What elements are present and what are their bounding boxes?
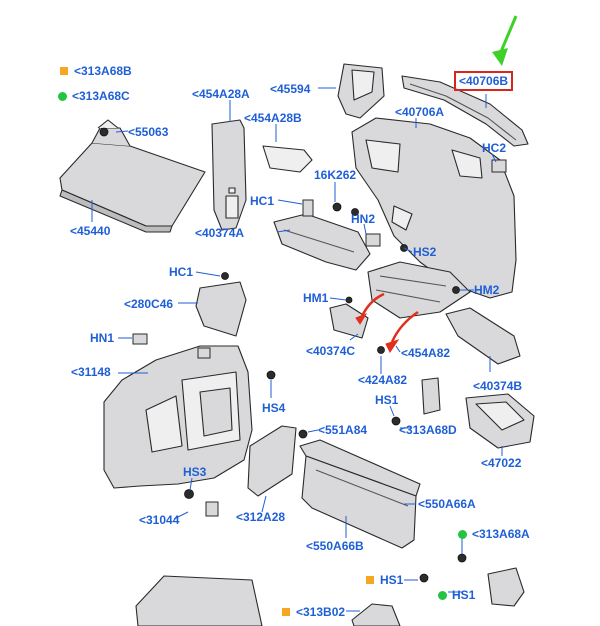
label-313B02-text: <313B02 xyxy=(296,605,346,619)
fastener-group xyxy=(99,127,467,583)
orange-square-marker xyxy=(366,576,374,584)
label-HS1-green: HS1 xyxy=(438,588,475,602)
bulkhead-panel-part xyxy=(299,439,421,549)
quarter-trim-part xyxy=(103,345,253,489)
label-312A28: <312A28 xyxy=(236,510,286,524)
legend-square-code: <313A68B xyxy=(74,64,132,78)
label-HN2: HN2 xyxy=(351,212,376,226)
label-HS3: HS3 xyxy=(183,465,207,479)
label-31044: <31044 xyxy=(139,513,180,527)
scuff-plate-rib xyxy=(283,229,355,253)
label-47022: <47022 xyxy=(481,456,522,470)
label-HC1-lower: HC1 xyxy=(169,265,194,279)
pillar-trim-part xyxy=(211,119,247,231)
label-HM1: HM1 xyxy=(303,291,329,305)
label-HS1-orange-text: HS1 xyxy=(380,573,404,587)
label-HC1-upper: HC1 xyxy=(250,194,275,208)
legend-dot-code: <313A68C xyxy=(72,89,130,103)
label-HS4: HS4 xyxy=(262,401,286,415)
label-HS2: HS2 xyxy=(413,245,437,259)
label-40374B: <40374B xyxy=(473,379,523,393)
label-313A68A: <313A68A xyxy=(458,527,530,541)
green-dot-marker xyxy=(58,92,67,101)
lower-bracket-part xyxy=(487,567,525,607)
label-280C46: <280C46 xyxy=(124,297,174,311)
label-HN1: HN1 xyxy=(90,331,115,345)
label-454A28B: <454A28B xyxy=(244,111,302,125)
legend-item-dot: <313A68C xyxy=(58,89,130,103)
label-40706A: <40706A xyxy=(395,105,445,119)
storage-tray-well xyxy=(475,401,525,431)
label-HS1-green-text: HS1 xyxy=(452,588,476,602)
label-HS1-orange: HS1 xyxy=(366,573,403,587)
label-550A66B: <550A66B xyxy=(306,539,364,553)
label-313A68D: <313A68D xyxy=(399,423,457,437)
green-dot-marker xyxy=(438,591,447,600)
load-floor-part xyxy=(367,261,471,319)
spoiler-face xyxy=(351,69,375,101)
label-HM2: HM2 xyxy=(474,283,500,297)
orange-square-marker xyxy=(282,608,290,616)
access-cover-part xyxy=(247,425,297,497)
label-40706B-highlighted: <40706B xyxy=(454,71,514,91)
side-scuff-right-part xyxy=(445,307,521,365)
label-31148: <31148 xyxy=(71,365,111,379)
mount-bracket-part xyxy=(421,377,441,415)
label-424A82: <424A82 xyxy=(358,373,408,387)
green-dot-marker xyxy=(458,530,467,539)
label-HS1-mid: HS1 xyxy=(375,393,399,407)
leader-lines xyxy=(91,87,503,612)
side-scuff-left-part xyxy=(329,303,369,339)
label-454A28A: <454A28A xyxy=(192,87,250,101)
floor-board-part xyxy=(135,575,263,626)
label-45594: <45594 xyxy=(270,82,311,96)
lower-trim-part xyxy=(351,603,401,626)
label-16K262: 16K262 xyxy=(314,168,357,182)
label-454A82: <454A82 xyxy=(401,346,451,360)
tailgate-trim-part xyxy=(351,117,517,299)
legend-item-square: <313A68B xyxy=(60,64,132,78)
upper-tailgate-trim-part xyxy=(401,75,529,147)
clip-group xyxy=(132,159,507,517)
label-313A68A-text: <313A68A xyxy=(472,527,530,541)
green-pointer-arrow xyxy=(492,15,518,66)
label-40374C: <40374C xyxy=(306,344,356,358)
label-55063: <55063 xyxy=(128,125,169,139)
label-313B02: <313B02 xyxy=(282,605,345,619)
label-45440: <45440 xyxy=(70,224,111,238)
red-flow-arrows xyxy=(355,292,419,353)
label-551A84: <551A84 xyxy=(318,423,368,437)
label-40374A: <40374A xyxy=(195,226,245,240)
label-HC2: HC2 xyxy=(482,141,507,155)
window-trim-part xyxy=(262,145,313,173)
label-550A66A: <550A66A xyxy=(418,497,476,511)
bracket-part xyxy=(195,281,247,337)
orange-square-marker xyxy=(60,67,68,75)
